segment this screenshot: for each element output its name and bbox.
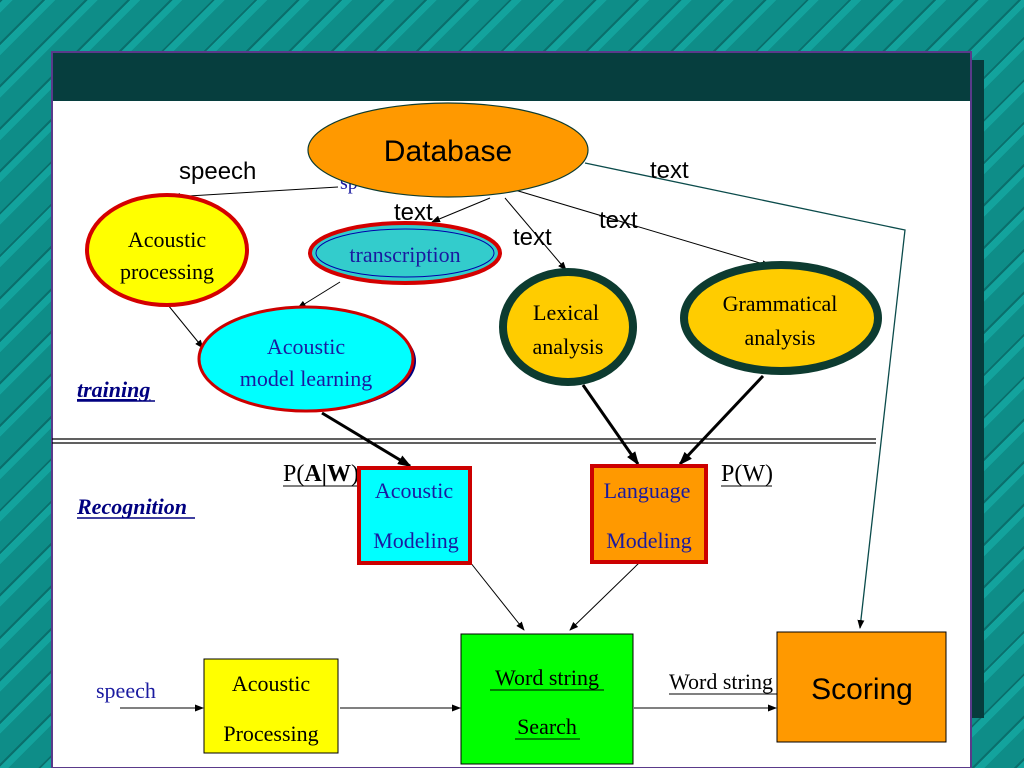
edge-database-to-transcription bbox=[431, 197, 491, 223]
text-edge-label-lexical: text bbox=[513, 224, 552, 251]
transcription-node bbox=[308, 221, 502, 285]
text-edge-label-scoring: text bbox=[650, 157, 689, 184]
recognition-section-label: Recognition bbox=[76, 494, 187, 519]
acoustic-model-learning-node bbox=[197, 305, 415, 413]
text-edge-label-grammatical: text bbox=[599, 207, 638, 234]
edge-database-to-acoustic-processing bbox=[171, 186, 339, 201]
edge-grammatical-to-language-modeling bbox=[678, 374, 765, 466]
edge-database-to-lexical bbox=[504, 197, 567, 271]
edge-database-to-grammatical bbox=[514, 189, 771, 268]
speech-edge-label: speech bbox=[179, 158, 256, 185]
language-modeling-line2: Modeling bbox=[606, 528, 692, 553]
edge-transcription-to-model-learning bbox=[297, 281, 341, 309]
acoustic-modeling-line2: Modeling bbox=[373, 528, 459, 553]
acoustic-model-learning-line2: model learning bbox=[240, 366, 373, 391]
lexical-analysis-line2: analysis bbox=[533, 334, 604, 359]
scoring-label: Scoring bbox=[811, 673, 913, 706]
text-edge-label-transcription: text bbox=[394, 199, 433, 226]
training-section-label: training bbox=[77, 377, 150, 402]
transcription-inner-ring bbox=[315, 228, 495, 278]
transcription-label: transcription bbox=[349, 242, 460, 267]
grammatical-analysis-line1: Grammatical bbox=[723, 291, 838, 316]
edge-language-modeling-to-search bbox=[569, 561, 641, 631]
word-string-output-label: Word string bbox=[669, 669, 773, 694]
slide-title-bar bbox=[53, 53, 970, 101]
acoustic-processing-training-node bbox=[85, 193, 249, 307]
scoring-node bbox=[776, 631, 947, 743]
acoustic-modeling-line1: Acoustic bbox=[375, 478, 453, 503]
language-modeling-line1: Language bbox=[604, 478, 691, 503]
acoustic-modeling-node bbox=[357, 466, 472, 565]
grammatical-analysis-line2: analysis bbox=[745, 325, 816, 350]
speech-input-label: speech bbox=[96, 678, 156, 703]
lexical-analysis-line1: Lexical bbox=[533, 300, 599, 325]
database-label: Database bbox=[384, 135, 512, 168]
edge-database-to-scoring bbox=[584, 162, 906, 629]
acoustic-processing-training-line2: processing bbox=[120, 259, 214, 284]
acoustic-processing-recognition-line1: Acoustic bbox=[232, 671, 310, 696]
word-string-search-node bbox=[460, 633, 634, 765]
lexical-analysis-node bbox=[499, 268, 637, 386]
p-w-label: P(W) bbox=[721, 461, 773, 487]
word-string-search-line1: Word string bbox=[495, 665, 599, 690]
language-modeling-node bbox=[590, 464, 708, 564]
acoustic-processing-recognition-line2: Processing bbox=[223, 721, 318, 746]
acoustic-processing-training-line1: Acoustic bbox=[128, 227, 206, 252]
grammatical-analysis-node bbox=[680, 261, 882, 375]
word-string-search-line2: Search bbox=[517, 714, 577, 739]
p-a-given-w-label: P(A|W) bbox=[283, 461, 359, 487]
edge-acoustic-processing-to-model-learning bbox=[167, 304, 204, 349]
acoustic-model-learning-line1: Acoustic bbox=[267, 334, 345, 359]
database-node bbox=[307, 102, 589, 198]
edge-lexical-to-language-modeling bbox=[581, 384, 640, 466]
acoustic-processing-recognition-node bbox=[203, 658, 339, 754]
edge-model-learning-to-acoustic-modeling bbox=[321, 411, 412, 468]
edge-acoustic-modeling-to-search bbox=[469, 561, 525, 631]
